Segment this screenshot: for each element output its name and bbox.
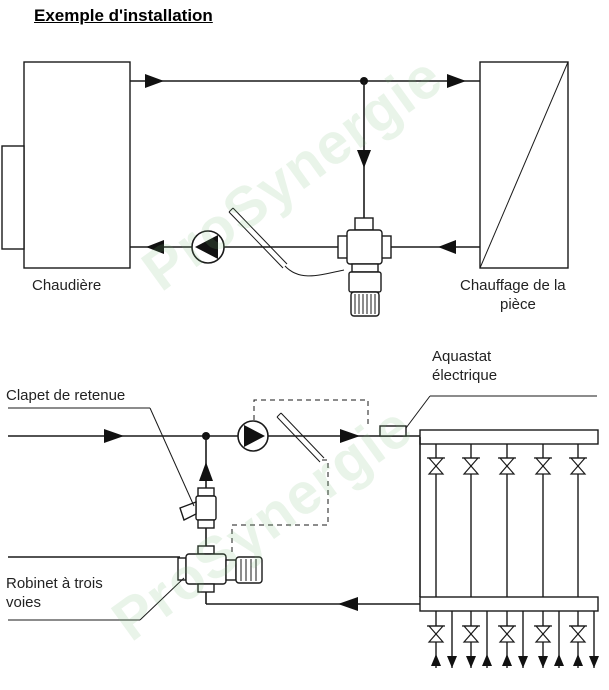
label-leader [139,577,185,621]
return-manifold [419,596,599,612]
flow-arrow [466,656,476,668]
flow-arrow [199,462,213,481]
heating-branches [427,444,599,668]
flow-arrow [447,656,457,668]
flow-arrow [554,654,564,666]
isolation-valve-icon [498,465,516,475]
isolation-valve-icon [534,633,552,643]
flow-arrow [447,74,466,88]
check-valve-icon [179,487,217,529]
aquastat-sensor [379,425,407,437]
flow-arrow [338,597,358,611]
flow-arrow [340,429,360,443]
three-way-valve-icon [177,545,263,593]
isolation-valve-icon [462,465,480,475]
flow-arrow [104,429,124,443]
isolation-valve-icon [498,625,516,635]
flow-arrow [502,654,512,666]
page-title: Exemple d'installation [34,6,213,25]
room-heating-label-line2: pièce [500,296,536,313]
flow-arrow [145,74,164,88]
isolation-valve-icon [569,457,587,467]
flow-arrow [482,654,492,666]
isolation-valve-icon [462,633,480,643]
isolation-valve-icon [462,625,480,635]
label-leader [149,407,195,507]
isolation-valve-icon [534,625,552,635]
temperature-probe-icon [276,412,325,463]
temperature-probe-icon [228,207,345,277]
isolation-valve-icon [534,457,552,467]
isolation-valve-icon [427,457,445,467]
isolation-valve-icon [569,633,587,643]
flow-arrow [357,150,371,168]
isolation-valve-icon [427,625,445,635]
flow-arrow [431,654,441,666]
pump-direction-icon [244,425,265,447]
aquastat-label-line1: Aquastat [432,348,492,365]
flow-arrow [438,240,456,254]
boiler-label: Chaudière [32,277,102,294]
flow-arrow [146,240,164,254]
room-heating-label-line1: Chauffage de la [460,277,566,294]
three-way-valve-label-line2: voies [6,594,42,611]
supply-manifold [419,429,599,445]
flow-arrow [518,656,528,668]
isolation-valve-icon [569,465,587,475]
aquastat-leader [405,395,431,429]
flow-arrow [538,656,548,668]
isolation-valve-icon [427,633,445,643]
three-way-valve-label-line1: Robinet à trois [6,575,103,592]
pump-direction-icon [195,235,218,259]
isolation-valve-icon [569,625,587,635]
isolation-valve-icon [498,633,516,643]
bottom-circuit [8,395,599,621]
control-wire [231,459,329,556]
isolation-valve-icon [534,465,552,475]
flow-arrow [573,654,583,666]
isolation-valve-icon [427,465,445,475]
top-circuit [1,61,569,317]
isolation-valve-icon [498,457,516,467]
aquastat-label-line2: électrique [432,367,498,384]
check-valve-label: Clapet de retenue [6,387,126,404]
three-way-valve-icon [337,217,392,317]
isolation-valve-icon [462,457,480,467]
heater-diagonal [479,61,569,269]
boiler-side-panel [1,145,25,250]
flow-arrow [589,656,599,668]
control-wire [253,399,369,424]
boiler-unit [23,61,131,269]
